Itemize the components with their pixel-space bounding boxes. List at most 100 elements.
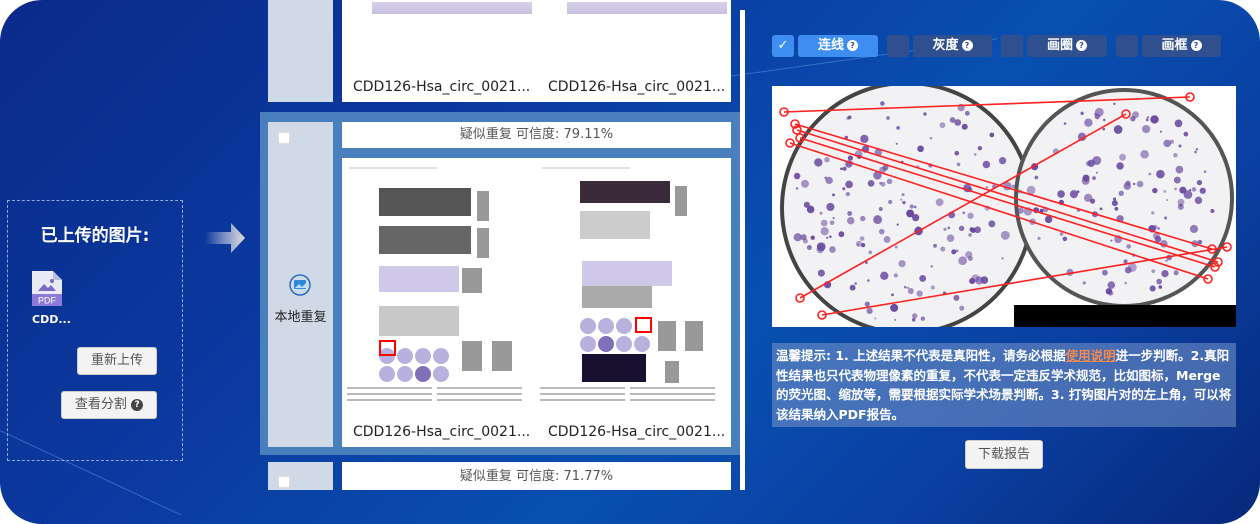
tool-connect-lines[interactable]: 连线?: [798, 35, 878, 57]
colony-dot: [1133, 182, 1136, 186]
colony-dot: [1140, 149, 1149, 159]
comparison-image[interactable]: [772, 86, 1236, 327]
result-checkbox[interactable]: [278, 476, 290, 488]
colony-dot: [907, 287, 914, 294]
colony-dot: [795, 187, 799, 190]
help-icon[interactable]: ?: [961, 40, 973, 51]
colony-dot: [847, 211, 853, 216]
colony-dot: [1152, 187, 1158, 194]
colony-dot: [832, 217, 835, 220]
colony-dot: [943, 227, 947, 231]
colony-dot: [1107, 281, 1116, 289]
colony-dot: [1000, 230, 1010, 240]
help-icon[interactable]: ?: [1190, 40, 1202, 51]
result-side-column: 本地重复: [268, 122, 333, 447]
image-caption: CDD126-Hsa_circ_0021...: [548, 424, 726, 440]
result-card[interactable]: CDD126-Hsa_circ_0021... CDD126-Hsa_circ_…: [342, 0, 731, 102]
help-icon[interactable]: ?: [847, 40, 858, 51]
colony-dot: [965, 251, 973, 259]
colony-dot: [1114, 206, 1119, 211]
colony-dot: [935, 198, 944, 207]
colony-dot: [1017, 207, 1024, 214]
colony-dot: [824, 156, 830, 163]
result-side-column: [268, 462, 333, 490]
view-split-button[interactable]: 查看分割 ?: [61, 391, 157, 419]
tip-text: 进一步判断。2.真阳性结果也只代表物理像素的重复，不代表一定违反学术规范，比如图…: [776, 348, 1232, 422]
colony-dot: [810, 235, 815, 240]
colony-dot: [949, 117, 956, 123]
colony-dot: [1112, 197, 1117, 201]
tool-draw-box[interactable]: 画框?: [1142, 35, 1221, 57]
document-thumbnail[interactable]: [567, 0, 727, 60]
colony-dot: [1165, 198, 1169, 202]
tool-draw-circle[interactable]: 画圈?: [1027, 35, 1107, 57]
colony-dot: [969, 227, 974, 232]
colony-dot: [1123, 182, 1132, 190]
colony-dot: [826, 202, 835, 212]
colony-dot: [888, 199, 893, 205]
colony-dot: [1157, 226, 1160, 230]
colony-dot: [1110, 239, 1113, 242]
colony-dot: [814, 158, 823, 167]
colony-dot: [1169, 139, 1174, 144]
document-thumbnail[interactable]: [372, 0, 532, 60]
colony-dot: [1063, 122, 1067, 125]
colony-dot: [1174, 187, 1177, 191]
download-report-button[interactable]: 下载报告: [965, 440, 1043, 469]
colony-dot: [1164, 216, 1168, 220]
colony-dot: [842, 187, 846, 191]
result-checkbox[interactable]: [278, 132, 290, 144]
document-thumbnail-left[interactable]: [347, 166, 532, 411]
colony-dot: [947, 226, 951, 230]
colony-dot: [1126, 244, 1132, 249]
colony-dot: [1011, 184, 1016, 189]
colony-dot: [896, 223, 899, 226]
results-scrollbar[interactable]: [740, 10, 745, 490]
colony-dot: [939, 122, 946, 129]
colony-dot: [868, 250, 873, 255]
colony-dot: [806, 244, 812, 251]
colony-dot: [951, 249, 957, 255]
colony-dot: [854, 282, 857, 285]
colony-dot: [820, 219, 828, 227]
colony-dot: [1142, 124, 1151, 134]
colony-dot: [985, 186, 988, 189]
colony-dot: [946, 234, 955, 243]
local-duplicate-icon: [289, 274, 311, 296]
pdf-file-icon[interactable]: PDF: [32, 271, 62, 306]
colony-dot: [1194, 196, 1203, 205]
colony-dot: [920, 316, 926, 321]
tool-checkbox-circle[interactable]: [1001, 35, 1023, 57]
colony-dot: [1084, 118, 1093, 127]
colony-dot: [1102, 269, 1108, 276]
help-icon[interactable]: ?: [1076, 40, 1087, 51]
uploaded-file-name[interactable]: CDD...: [32, 313, 71, 326]
colony-dot: [1094, 112, 1097, 116]
tool-checkbox-box[interactable]: [1116, 35, 1138, 57]
colony-dot: [1178, 144, 1182, 148]
colony-dot: [1183, 190, 1193, 199]
tip-box: 温馨提示: 1. 上述结果不代表是真阳性，请务必根据使用说明进一步判断。2.真阳…: [772, 343, 1236, 427]
colony-dot: [829, 246, 836, 253]
colony-dot: [890, 303, 899, 312]
document-thumbnail-right[interactable]: [540, 166, 725, 411]
colony-dot: [958, 256, 967, 266]
usage-guide-link[interactable]: 使用说明: [1065, 348, 1116, 363]
reupload-button[interactable]: 重新上传: [77, 347, 157, 375]
colony-dot: [873, 171, 882, 180]
colony-dot: [1151, 269, 1156, 274]
colony-dot: [1113, 102, 1116, 106]
tool-checkbox-connect[interactable]: ✓: [772, 35, 794, 57]
tool-grayscale[interactable]: 灰度?: [913, 35, 992, 57]
colony-dot: [959, 305, 965, 311]
colony-dot: [817, 269, 825, 277]
tool-checkbox-grayscale[interactable]: [887, 35, 909, 57]
colony-dot: [874, 317, 877, 320]
result-card[interactable]: CDD126-Hsa_circ_0021... CDD126-Hsa_circ_…: [342, 158, 731, 447]
colony-dot: [793, 233, 802, 242]
colony-dot: [1189, 224, 1199, 234]
colony-dot: [1163, 189, 1167, 193]
colony-dot: [832, 193, 835, 197]
help-icon[interactable]: ?: [131, 399, 144, 411]
